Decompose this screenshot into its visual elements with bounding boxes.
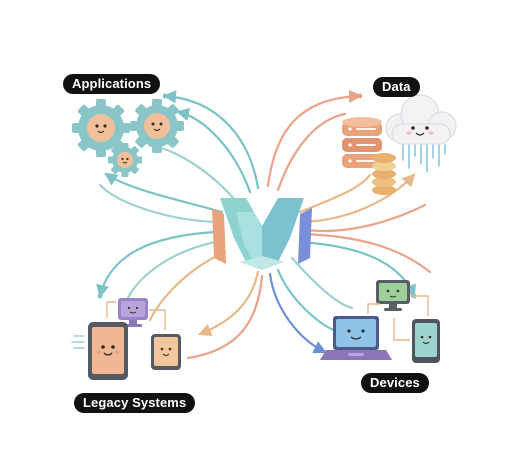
coin-stack-icon	[372, 153, 396, 195]
connector-applications-5	[98, 183, 217, 224]
connector-applications-3	[148, 144, 237, 202]
gear-icon	[108, 143, 142, 177]
gear-icon	[72, 99, 130, 157]
devices-group	[320, 280, 440, 363]
connector-devices-4	[268, 272, 327, 354]
database-icon	[342, 117, 382, 168]
stylized-y-logo-icon	[212, 198, 312, 270]
connector-legacy-2	[126, 240, 217, 300]
connector-legacy-4	[197, 270, 260, 337]
connectors	[96, 89, 432, 360]
applications-gears	[72, 99, 184, 177]
connector-devices-2	[301, 232, 432, 274]
cloud-icon	[385, 94, 457, 173]
monitor-icon	[376, 280, 410, 311]
laptop-icon	[320, 316, 392, 360]
data-icons	[342, 94, 457, 195]
tablet-icon	[151, 334, 181, 370]
connector-applications-1	[162, 90, 260, 190]
connector-devices-5	[276, 268, 336, 332]
legacy-systems-label: Legacy Systems	[74, 393, 196, 413]
devices-label: Devices	[361, 373, 429, 393]
gear-icon	[130, 99, 184, 153]
connector-data-3	[298, 173, 372, 214]
tablet-icon	[71, 322, 128, 380]
monitor-icon	[118, 298, 148, 327]
connector-data-4	[301, 173, 416, 224]
connector-legacy-5	[186, 274, 264, 360]
applications-label: Applications	[63, 74, 161, 94]
smartphone-icon	[412, 319, 440, 363]
connector-data-2	[276, 112, 347, 192]
connector-data-1	[266, 89, 363, 188]
connector-devices-3	[290, 256, 354, 310]
connector-data-5	[304, 203, 427, 233]
connector-legacy-3	[148, 250, 227, 322]
data-label: Data	[373, 77, 420, 97]
connector-nodes	[97, 93, 417, 299]
connector-applications-2	[175, 107, 252, 194]
legacy-devices	[71, 298, 181, 380]
connector-applications-4	[104, 172, 224, 214]
connector-legacy-1	[96, 230, 217, 299]
